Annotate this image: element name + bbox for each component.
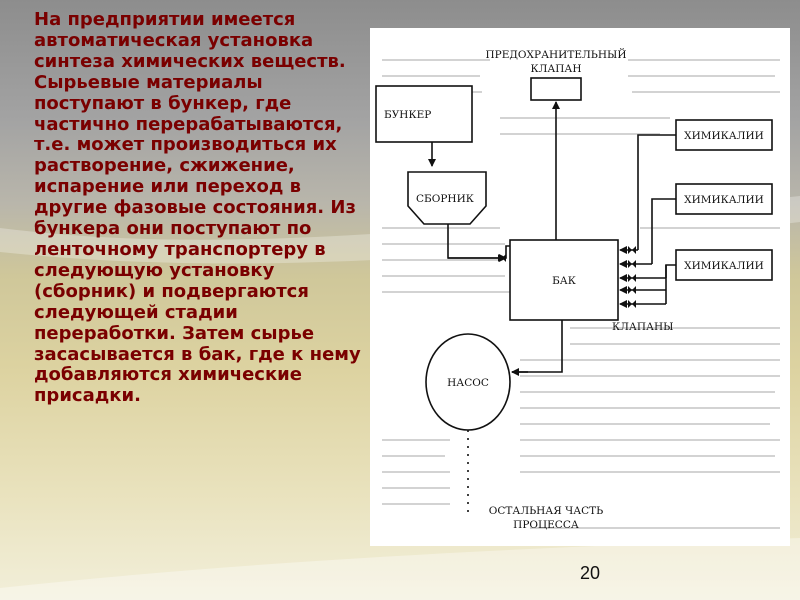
slide-body-text: На предприятии имеется автоматическая ус… xyxy=(34,9,361,407)
hopper-label: БУНКЕР xyxy=(384,109,431,121)
valve-markers xyxy=(498,246,636,308)
relief-valve-label-1: ПРЕДОХРАНИТЕЛЬНЫЙ xyxy=(486,47,627,61)
chemicals-label-1: ХИМИКАЛИИ xyxy=(684,130,764,142)
collector-label: СБОРНИК xyxy=(416,193,474,205)
tank-label: БАК xyxy=(552,275,576,287)
collector-vessel xyxy=(407,171,487,225)
chemicals-label-2: ХИМИКАЛИИ xyxy=(684,194,764,206)
rest-of-process-label-2: ПРОЦЕССА xyxy=(513,519,579,531)
tank-box xyxy=(509,239,619,321)
pump-label: НАСОС xyxy=(447,377,489,389)
chemicals-label-3: ХИМИКАЛИИ xyxy=(684,260,764,272)
chemicals-box-3 xyxy=(675,249,773,281)
chemicals-box-1 xyxy=(675,119,773,151)
process-flow-diagram: ПРЕДОХРАНИТЕЛЬНЫЙ КЛАПАН БУНКЕР СБОРНИК … xyxy=(370,28,790,546)
hopper-box xyxy=(375,85,473,143)
page-number: 20 xyxy=(580,563,601,583)
rest-of-process-label-1: ОСТАЛЬНАЯ ЧАСТЬ xyxy=(489,505,604,517)
valves-label: КЛАПАНЫ xyxy=(612,321,673,333)
relief-valve-box xyxy=(530,77,582,101)
relief-valve-label-2: КЛАПАН xyxy=(530,63,581,75)
faded-background-text xyxy=(382,59,780,529)
